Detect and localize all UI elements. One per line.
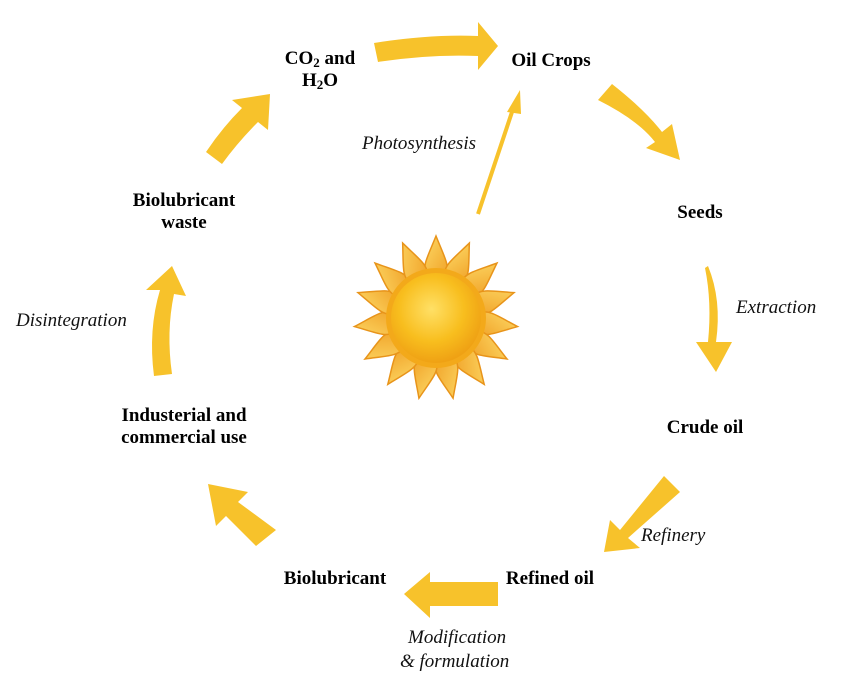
process-modification-formulation: Modification & formulation [400, 627, 510, 672]
arrow-oil-crops-to-seeds [598, 84, 680, 160]
node-biolubricant-waste: Biolubricant waste [132, 190, 236, 233]
process-disintegration: Disintegration [16, 310, 127, 331]
sun-icon [352, 233, 520, 401]
node-seeds: Seeds [677, 202, 723, 223]
arrow-industrial-to-waste [146, 266, 186, 376]
node-crude-oil: Crude oil [666, 417, 744, 438]
arrow-biolubricant-to-industrial [208, 484, 276, 546]
process-refinery: Refinery [641, 525, 706, 546]
node-co2-and-h2o: CO2 and H2O [284, 48, 356, 92]
process-extraction: Extraction [736, 297, 817, 318]
node-oil-crops: Oil Crops [511, 50, 591, 71]
arrow-co2-to-oil-crops [374, 22, 498, 70]
node-refined-oil: Refined oil [505, 568, 595, 589]
arrow-waste-to-co2 [206, 94, 270, 164]
node-biolubricant: Biolubricant [283, 568, 387, 589]
arrow-crude-to-refined [604, 476, 680, 552]
node-industrial-commercial-use: Industerial and commercial use [121, 405, 247, 448]
process-photosynthesis: Photosynthesis [362, 133, 476, 154]
arrow-refined-to-biolubricant [404, 572, 498, 618]
arrow-seeds-to-crude-oil [696, 266, 732, 372]
arrow-photosynthesis [476, 90, 521, 215]
